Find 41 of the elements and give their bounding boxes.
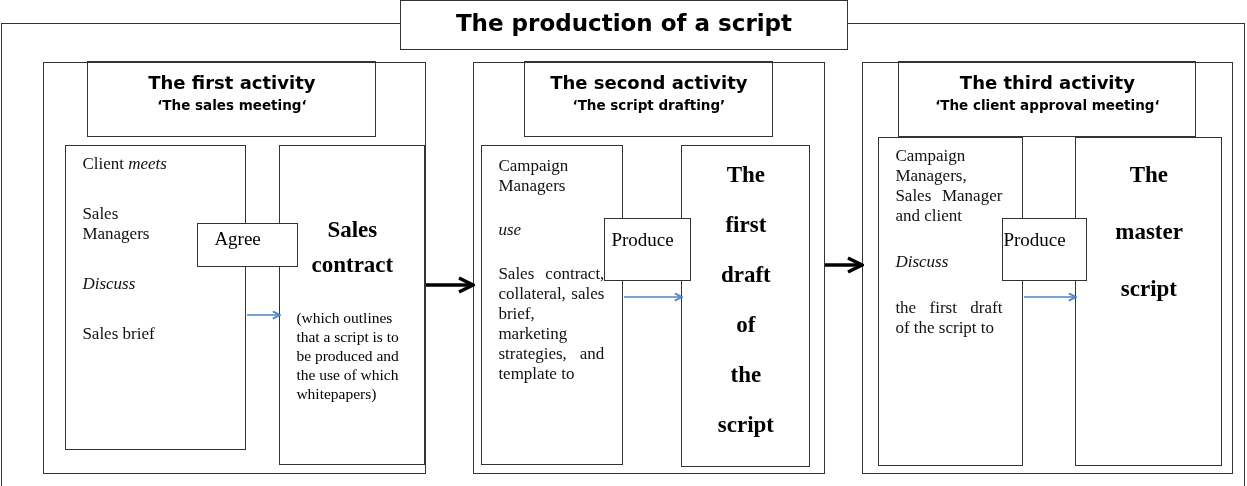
arrow — [825, 256, 864, 274]
activity-panel — [472, 61, 825, 474]
participants-text: Sales brief — [82, 324, 156, 345]
arrow — [1023, 292, 1077, 302]
participants-text: Sales Managers — [82, 204, 151, 245]
participants-text: Campaign Managers, Sales Manager and client — [895, 146, 1003, 227]
participants-text: Discuss — [895, 252, 950, 273]
participants-text: the first draft of the script to — [895, 298, 1003, 339]
action-box — [604, 218, 692, 282]
activity-title: The second activity — [550, 72, 748, 94]
diagram-title: The production of a script — [400, 0, 848, 50]
arrow — [623, 292, 683, 302]
activity-title: The first activity — [148, 72, 316, 94]
participants-text: use — [498, 220, 523, 241]
participants-text: Sales contract, collateral, sales brief, marketing strategies, and template to — [498, 264, 605, 385]
activity-header-box — [898, 61, 1197, 138]
action-box — [1002, 218, 1088, 282]
outcome-box — [681, 145, 811, 468]
action-label: Agree — [214, 228, 262, 251]
participants-text: Campaign Managers — [498, 156, 570, 197]
action-label: Produce — [1003, 229, 1067, 252]
arrow — [426, 276, 475, 294]
participants-text: Discuss — [82, 274, 137, 295]
outcome-box — [1075, 137, 1223, 467]
activity-panel — [42, 61, 426, 474]
outcome-title: Sales contract — [311, 216, 394, 280]
action-box — [197, 223, 299, 268]
activity-subtitle: ‘The sales meeting‘ — [157, 97, 307, 114]
arrow — [246, 310, 281, 320]
outcome-description: (which outlines that a script is to be produced and the use of which whitepapers) — [296, 308, 400, 404]
action-label: Produce — [611, 229, 675, 252]
outcome-title: The first draft of the script — [717, 161, 774, 440]
activity-header-box — [87, 61, 377, 138]
participants-text: Client meets — [82, 154, 168, 175]
activity-subtitle: ‘The script drafting’ — [572, 97, 726, 114]
activity-title: The third activity — [959, 72, 1135, 94]
activity-subtitle: ‘The client approval meeting‘ — [935, 97, 1160, 114]
outcome-title: The master script — [1115, 161, 1183, 304]
activity-header-box — [524, 61, 774, 138]
activity-panel — [861, 61, 1233, 474]
outcome-box — [279, 145, 426, 466]
